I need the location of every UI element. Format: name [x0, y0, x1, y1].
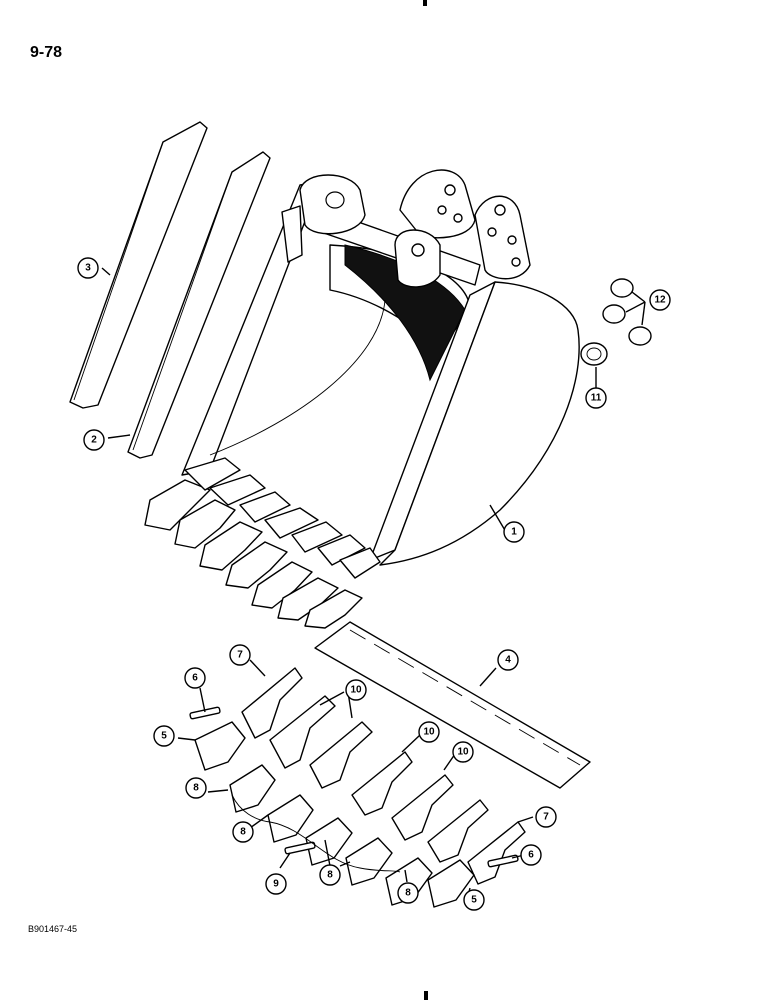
svg-text:7: 7: [237, 650, 243, 661]
callout-8-c: 8: [319, 864, 341, 886]
callout-10-c: 10: [452, 741, 474, 763]
svg-text:7: 7: [543, 812, 549, 823]
svg-text:10: 10: [423, 727, 435, 738]
svg-text:10: 10: [350, 685, 362, 696]
callout-3: 3: [77, 257, 99, 279]
part-12-bushings: [602, 278, 652, 346]
leader-lines: [101, 267, 646, 904]
callout-11: 11: [585, 387, 607, 409]
part-2-side-plate: [127, 151, 271, 459]
callout-5-right: 5: [463, 889, 485, 911]
callout-8-d: 8: [397, 882, 419, 904]
svg-text:3: 3: [85, 263, 91, 274]
callout-5-left: 5: [153, 725, 175, 747]
svg-text:5: 5: [471, 895, 477, 906]
callout-4: 4: [497, 649, 519, 671]
registration-mark-top: [423, 0, 427, 6]
callout-8-b: 8: [232, 821, 254, 843]
part-1-bucket: [144, 169, 580, 629]
callout-2: 2: [83, 429, 105, 451]
svg-text:1: 1: [511, 527, 517, 538]
svg-text:11: 11: [591, 393, 602, 404]
svg-text:6: 6: [528, 850, 534, 861]
callout-7-right: 7: [535, 806, 557, 828]
svg-text:8: 8: [405, 888, 411, 899]
registration-mark-bottom: [424, 991, 428, 1000]
figure-code: B901467-45: [28, 924, 78, 934]
callout-9: 9: [265, 873, 287, 895]
part-6-9-pins: [189, 706, 519, 868]
callout-7-top: 7: [229, 644, 251, 666]
bucket-teeth-row: [144, 457, 381, 629]
callout-1: 1: [503, 521, 525, 543]
part-4-cutting-edge: [314, 621, 591, 789]
svg-text:8: 8: [240, 827, 246, 838]
svg-text:4: 4: [505, 655, 511, 666]
svg-text:8: 8: [327, 870, 333, 881]
callout-10-b: 10: [418, 721, 440, 743]
svg-text:8: 8: [193, 783, 199, 794]
callout-12: 12: [649, 289, 671, 311]
callout-8-a: 8: [185, 777, 207, 799]
callout-6-right: 6: [520, 844, 542, 866]
callout-6-left: 6: [184, 667, 206, 689]
page-number: 9-78: [30, 44, 63, 61]
svg-text:10: 10: [457, 747, 469, 758]
svg-text:2: 2: [91, 435, 97, 446]
svg-text:6: 6: [192, 673, 198, 684]
callout-10-a: 10: [345, 679, 367, 701]
part-7-10-adapters: [241, 667, 526, 885]
svg-text:12: 12: [654, 295, 666, 306]
part-3-side-plate: [69, 121, 208, 409]
svg-text:5: 5: [161, 731, 167, 742]
part-11-bushing: [580, 342, 608, 366]
svg-text:9: 9: [273, 879, 279, 890]
part-5-8-teeth: [194, 721, 475, 908]
